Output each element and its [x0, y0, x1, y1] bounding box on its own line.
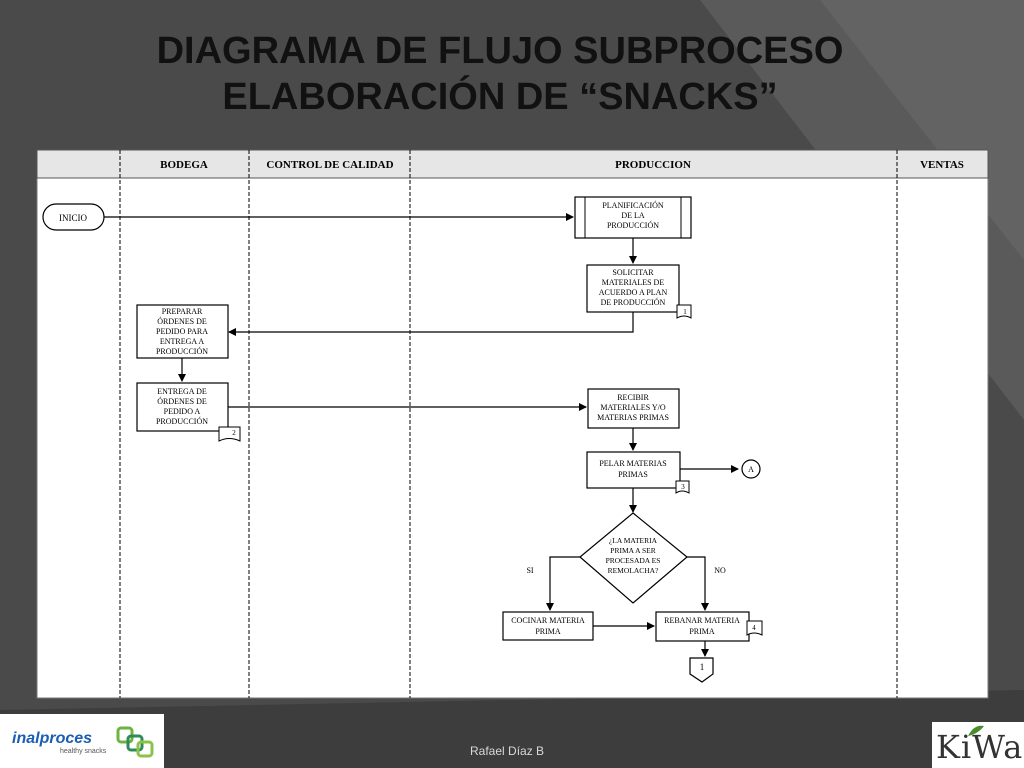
title-line-1: DIAGRAMA DE FLUJO SUBPROCESO	[156, 30, 844, 72]
lane-header-ventas: VENTAS	[920, 159, 964, 171]
decision-line-1: ¿LA MATERIA	[609, 536, 658, 545]
inalproces-logo-mark-icon	[116, 726, 154, 758]
cocinar-line-1: COCINAR MATERIA	[511, 616, 585, 625]
kiwa-leaf-icon	[968, 725, 984, 736]
inalproces-logo-text: inalproces	[12, 730, 93, 747]
recibir-line-1: RECIBIR	[617, 393, 649, 402]
decision-diamond	[579, 512, 688, 604]
decision-line-2: PRIMA A SER	[610, 546, 655, 555]
cocinar-line-2: PRIMA	[535, 627, 561, 636]
rebanar-document-icon	[746, 620, 763, 636]
arrow-decision-si	[546, 556, 580, 611]
preparar-line-5: PRODUCCIÓN	[156, 346, 208, 356]
slide-title: DIAGRAMA DE FLUJO SUBPROCESO ELABORACIÓN…	[0, 28, 1000, 120]
planificacion-box	[574, 196, 692, 239]
rebanar-document-number: 4	[752, 624, 756, 632]
recibir-line-2: MATERIALES Y/O	[600, 403, 665, 412]
preparar-line-1: PREPARAR	[162, 307, 203, 316]
preparar-line-2: ÓRDENES DE	[157, 316, 207, 326]
recibir-line-3: MATERIAS PRIMAS	[597, 413, 669, 422]
solicitar-line-2: MATERIALES DE	[602, 278, 665, 287]
lane-header-bodega: BODEGA	[160, 159, 208, 171]
connector-a	[741, 459, 761, 479]
decision-yes-label: SI	[526, 566, 533, 575]
planificacion-line-1: PLANIFICACIÓN	[602, 200, 664, 210]
lane-header-control-calidad: CONTROL DE CALIDAD	[266, 159, 393, 171]
decision-line-4: REMOLACHA?	[608, 566, 660, 575]
entrega-line-3: PEDIDO A	[164, 407, 201, 416]
bg-shape-bottom	[0, 690, 1024, 768]
start-terminator	[42, 203, 105, 231]
inalproces-logo: inalproces healthy snacks	[0, 714, 164, 768]
pelar-line-2: PRIMAS	[618, 470, 648, 479]
preparar-box	[136, 304, 229, 359]
solicitar-document-icon	[676, 304, 692, 319]
preparar-line-3: PEDIDO PARA	[156, 327, 208, 336]
footer-author: Rafael Díaz B	[470, 744, 545, 758]
entrega-line-2: ÓRDENES DE	[157, 396, 207, 406]
arrow-decision-no	[687, 556, 709, 611]
entrega-document-icon	[218, 426, 241, 442]
rebanar-line-2: PRIMA	[689, 627, 715, 636]
kiwa-logo-text: KiWa	[936, 728, 1024, 766]
title-line-2: ELABORACIÓN DE “SNACKS”	[222, 76, 778, 118]
recibir-box	[587, 388, 680, 429]
solicitar-box	[586, 264, 680, 313]
cocinar-box	[502, 611, 594, 641]
entrega-line-1: ENTREGA DE	[157, 387, 207, 396]
entrega-document-number: 2	[232, 429, 236, 437]
arrow-solicitar-to-preparar	[228, 312, 634, 336]
planificacion-line-2: DE LA	[621, 211, 645, 220]
rebanar-line-1: REBANAR MATERIA	[664, 616, 740, 625]
entrega-line-4: PRODUCCIÓN	[156, 416, 208, 426]
lane-header-band	[36, 149, 989, 179]
solicitar-document-number: 1	[683, 308, 687, 316]
start-label: INICIO	[59, 213, 87, 223]
preparar-line-4: ENTREGA A	[160, 337, 204, 346]
planificacion-line-3: PRODUCCIÓN	[607, 220, 659, 230]
connector-a-label: A	[748, 465, 754, 474]
solicitar-line-1: SOLICITAR	[612, 268, 654, 277]
kiwa-logo: KiWa	[932, 722, 1024, 768]
pelar-document-number: 3	[681, 483, 685, 491]
inalproces-logo-tagline: healthy snacks	[60, 748, 107, 755]
decision-line-3: PROCESADA ES	[606, 556, 661, 565]
solicitar-line-3: ACUERDO A PLAN	[599, 288, 668, 297]
offpage-connector	[689, 657, 714, 683]
decision-no-label: NO	[714, 566, 726, 575]
pelar-line-1: PELAR MATERIAS	[599, 459, 666, 468]
offpage-connector-label: 1	[700, 662, 705, 672]
pelar-document-icon	[675, 480, 690, 494]
lane-header-produccion: PRODUCCION	[615, 159, 691, 171]
solicitar-line-4: DE PRODUCCIÓN	[601, 297, 666, 307]
pelar-box	[586, 451, 681, 489]
entrega-box	[136, 382, 229, 432]
